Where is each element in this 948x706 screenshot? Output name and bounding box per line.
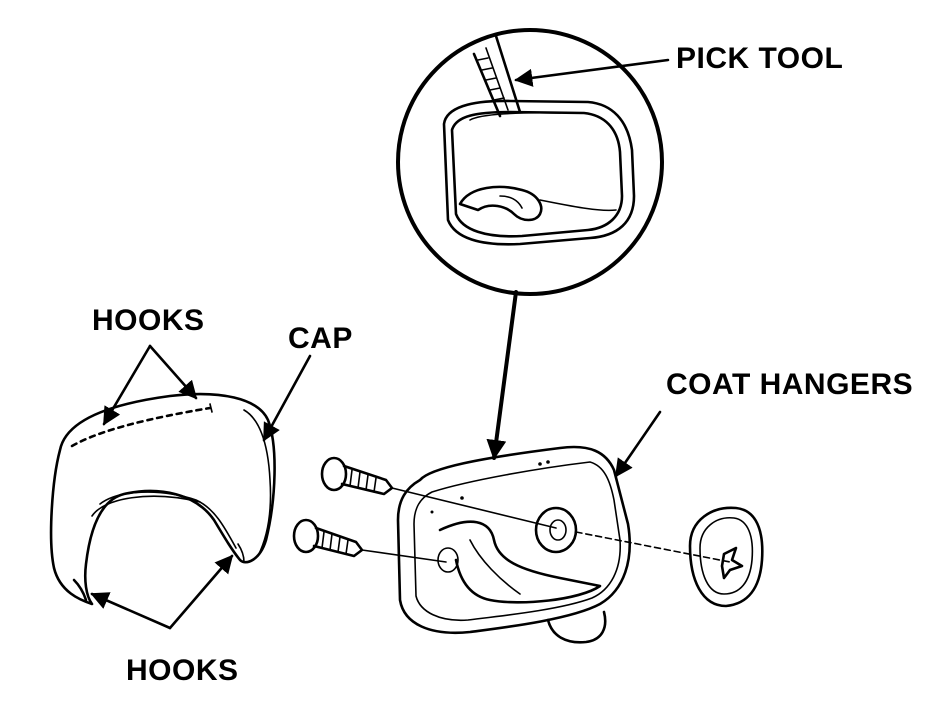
hooks-bottom-label: HOOKS xyxy=(126,654,239,687)
pick-tool-label: PICK TOOL xyxy=(676,42,844,75)
detail-inset xyxy=(396,28,664,296)
cap-label: CAP xyxy=(288,322,353,355)
cap-part xyxy=(49,392,276,606)
coat-hangers-leader xyxy=(614,410,662,478)
clip-part xyxy=(688,506,764,608)
hooks-bottom-leader-2 xyxy=(168,554,234,630)
detail-arrow xyxy=(486,290,518,460)
coat-hanger-part xyxy=(396,445,631,644)
hooks-top-label: HOOKS xyxy=(92,304,205,337)
hooks-top-leader-1 xyxy=(102,344,152,426)
hooks-bottom-leader-1 xyxy=(90,592,172,630)
cap-leader xyxy=(262,354,312,442)
coat-hangers-label: COAT HANGERS xyxy=(666,368,914,401)
hooks-top-leader-2 xyxy=(148,344,198,400)
screw-lower xyxy=(292,518,364,558)
pick-tool-leader xyxy=(514,58,670,87)
screw-upper xyxy=(320,456,394,496)
